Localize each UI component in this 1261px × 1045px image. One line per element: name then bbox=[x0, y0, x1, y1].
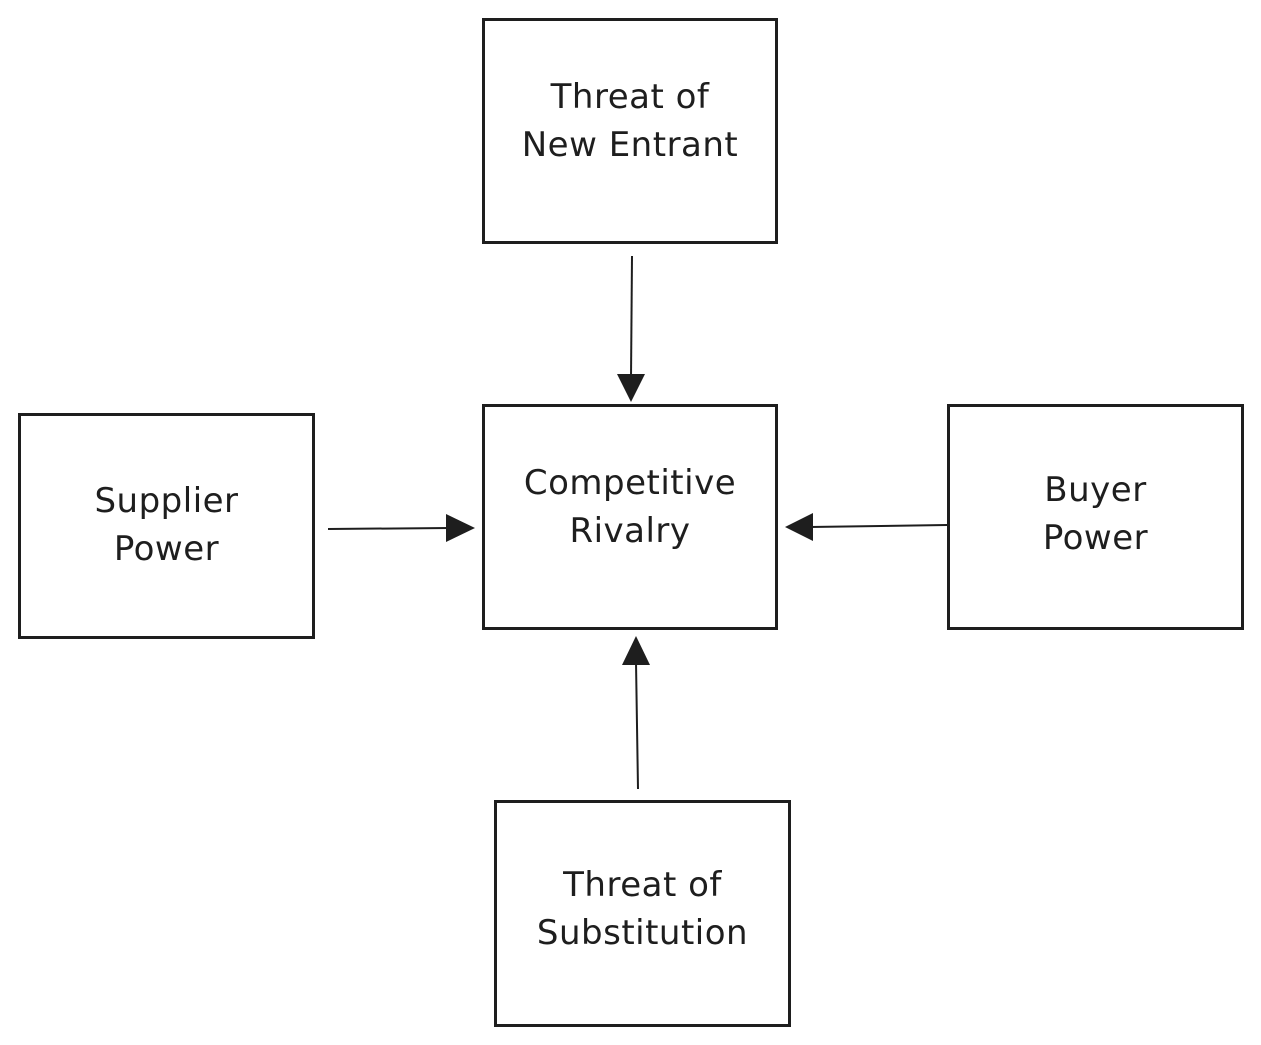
arrow-buyer-to-rivalry bbox=[785, 513, 948, 541]
node-buyer-power[interactable]: Buyer Power bbox=[947, 404, 1244, 630]
node-label-buyer-power: Buyer Power bbox=[1042, 470, 1149, 558]
node-supplier-power[interactable]: Supplier Power bbox=[18, 413, 315, 639]
node-threat-of-new-entrant[interactable]: Threat of New Entrant bbox=[482, 18, 778, 244]
arrow-substitution-to-rivalry bbox=[622, 636, 650, 790]
node-label-supplier-power: Supplier Power bbox=[94, 481, 239, 569]
node-competitive-rivalry[interactable]: Competitive Rivalry bbox=[482, 404, 778, 630]
node-threat-of-substitution[interactable]: Threat of Substitution bbox=[494, 800, 791, 1027]
node-label-threat-of-substitution: Threat of Substitution bbox=[536, 864, 749, 953]
arrow-new-entrant-to-rivalry bbox=[617, 255, 645, 402]
arrow-supplier-to-rivalry bbox=[327, 514, 475, 542]
node-label-threat-of-new-entrant: Threat of New Entrant bbox=[521, 77, 739, 165]
node-label-competitive-rivalry: Competitive Rivalry bbox=[523, 463, 737, 551]
